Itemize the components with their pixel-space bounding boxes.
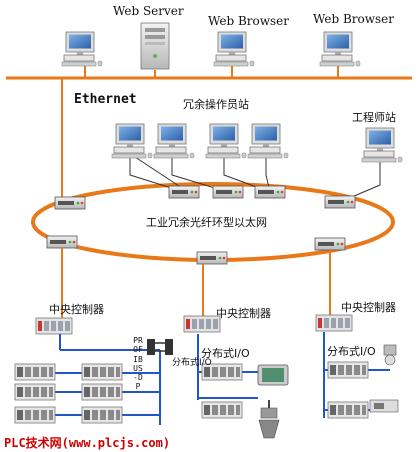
controller-2-label: 中央控制器 bbox=[216, 307, 271, 320]
web-client-pc-icon bbox=[61, 31, 103, 67]
controller-2-plc-icon bbox=[183, 315, 221, 333]
valve-icon bbox=[258, 400, 280, 439]
web-server-icon bbox=[140, 22, 170, 70]
io-module-icon bbox=[14, 363, 56, 381]
dist-io-2-label: 分布式I/O bbox=[201, 347, 250, 360]
controller-3-plc-icon bbox=[315, 314, 353, 332]
web-server-label: Web Server bbox=[113, 4, 184, 18]
footer-watermark: PLC技术网(www.plcjs.com) bbox=[4, 436, 171, 450]
io-module-icon bbox=[327, 361, 369, 379]
transmitter-icon bbox=[369, 399, 399, 413]
switch-icon bbox=[168, 185, 200, 199]
switch-icon bbox=[314, 237, 346, 251]
web-browser-label: Web Browser bbox=[313, 12, 394, 26]
operator-station-pc-icon bbox=[247, 123, 289, 159]
ring-network-label: 工业冗余光纤环型以太网 bbox=[146, 216, 267, 229]
switch-icon bbox=[46, 235, 78, 249]
switch-icon bbox=[254, 185, 286, 199]
switch-icon bbox=[212, 185, 244, 199]
web-browser-pc-icon bbox=[213, 31, 255, 67]
dist-io-3-label: 分布式I/O bbox=[327, 345, 376, 358]
io-module-icon bbox=[14, 406, 56, 424]
switch-icon bbox=[196, 251, 228, 265]
io-module-icon bbox=[327, 401, 369, 419]
io-module-icon bbox=[14, 383, 56, 401]
switch-icon bbox=[54, 196, 86, 210]
ethernet-label: Ethernet bbox=[74, 92, 137, 107]
io-module-icon bbox=[81, 383, 123, 401]
profibus-label: PROFIBUS-DP bbox=[133, 336, 143, 392]
engineer-station-label: 工程师站 bbox=[352, 111, 396, 124]
controller-1-label: 中央控制器 bbox=[49, 303, 104, 316]
dist-io-1-label: 分布式I/O bbox=[172, 358, 212, 368]
engineer-station-pc-icon bbox=[361, 127, 403, 163]
operator-station-pc-icon bbox=[153, 123, 195, 159]
operator-station-pc-icon bbox=[205, 123, 247, 159]
controller-1-plc-icon bbox=[35, 317, 73, 335]
operator-stations-label: 冗余操作员站 bbox=[183, 98, 249, 111]
controller-3-label: 中央控制器 bbox=[341, 301, 396, 314]
operator-station-pc-icon bbox=[111, 123, 153, 159]
sensor-icon bbox=[383, 344, 397, 366]
io-module-icon bbox=[201, 401, 243, 419]
hmi-panel-icon bbox=[257, 364, 289, 386]
profibus-connector-icon bbox=[147, 339, 173, 355]
controller-drops bbox=[61, 248, 331, 318]
io-module-icon bbox=[81, 406, 123, 424]
switch-icon bbox=[324, 195, 356, 209]
io-module-icon bbox=[81, 363, 123, 381]
web-browser-pc-icon bbox=[319, 31, 361, 67]
web-browser-label: Web Browser bbox=[208, 14, 289, 28]
